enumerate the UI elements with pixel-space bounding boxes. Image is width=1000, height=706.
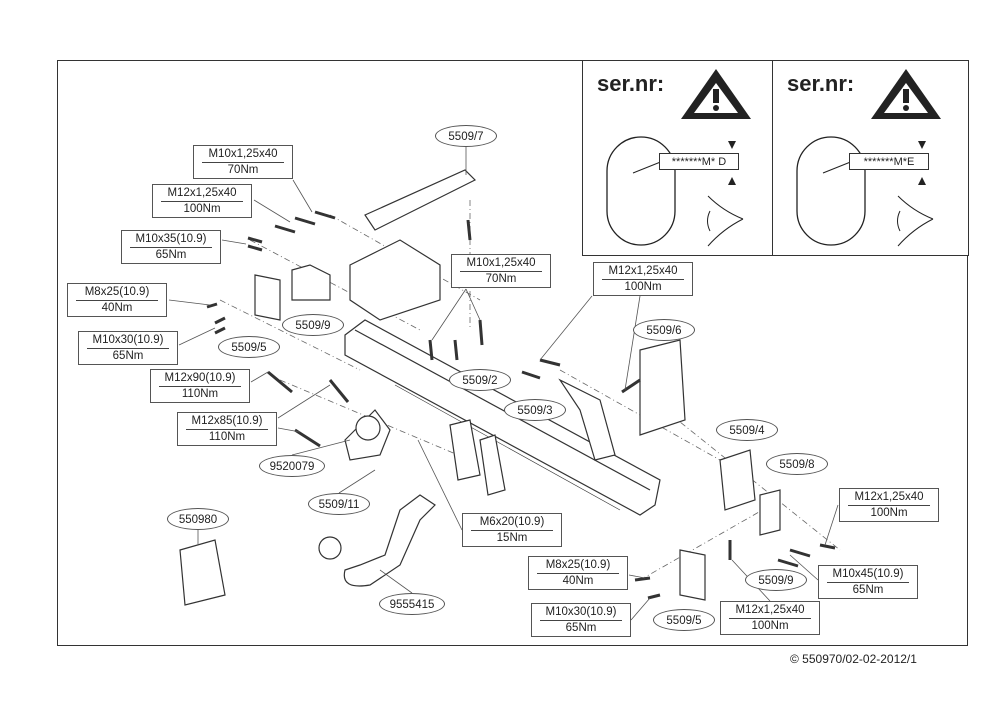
serial-label: ser.nr: (787, 71, 855, 96)
bolt-spec: M6x20(10.9)15Nm (462, 513, 562, 547)
part-label: 5509/9 (745, 569, 807, 591)
plate-5509-5 (254, 274, 281, 321)
plate-5509-8 (759, 489, 781, 536)
bracket-5509-4 (719, 449, 756, 511)
wiring-card-550980 (179, 539, 226, 606)
serial-label: ser.nr: (597, 71, 665, 96)
hanger-plates (449, 419, 506, 496)
warning-icon (796, 69, 941, 247)
bolts (206, 210, 836, 600)
bracket-5509-9 (291, 264, 331, 301)
serial-code: *******M* D (659, 153, 739, 170)
tow-ball-hook-9555415 (343, 494, 436, 587)
serial-code: *******M*E (849, 153, 929, 170)
bracket-5509-7 (364, 169, 477, 231)
bolt-spec: M12x90(10.9)110Nm (150, 369, 250, 403)
part-label: 5509/11 (308, 493, 370, 515)
bolt-spec: M10x45(10.9)65Nm (818, 565, 918, 599)
bolt-spec: M12x85(10.9)110Nm (177, 412, 277, 446)
eye-icon (707, 195, 744, 247)
bracket-5509-6 (639, 339, 686, 436)
bolt-spec: M10x35(10.9)65Nm (121, 230, 221, 264)
part-label: 9520079 (259, 455, 325, 477)
warning-icon (606, 69, 751, 247)
bracket-5509-3 (558, 378, 616, 461)
part-label: 5509/4 (716, 419, 778, 441)
serial-panel-d: ser.nr: *******M* D (582, 60, 773, 256)
bolt-spec: M8x25(10.9)40Nm (528, 556, 628, 590)
part-label: 9555415 (379, 593, 445, 615)
part-label: 5509/8 (766, 453, 828, 475)
part-label: 5509/9 (282, 314, 344, 336)
bolt-spec: M8x25(10.9)40Nm (67, 283, 167, 317)
copyright: © 550970/02-02-2012/1 (790, 652, 917, 666)
part-label: 550980 (167, 508, 229, 530)
eye-icon (897, 195, 934, 247)
bolt-spec: M10x30(10.9)65Nm (78, 331, 178, 365)
part-label: 5509/5 (218, 336, 280, 358)
plate-5509-5-right (679, 549, 706, 601)
part-label: 5509/6 (633, 319, 695, 341)
part-label: 5509/2 (449, 369, 511, 391)
crossbar (344, 319, 661, 516)
bolt-spec: M10x30(10.9)65Nm (531, 603, 631, 637)
leader-lines (168, 147, 839, 621)
serial-panel-e: ser.nr: *******M*E (772, 60, 969, 256)
part-label: 5509/5 (653, 609, 715, 631)
diagram-frame (57, 60, 968, 646)
part-label: 5509/3 (504, 399, 566, 421)
part-label: 5509/7 (435, 125, 497, 147)
